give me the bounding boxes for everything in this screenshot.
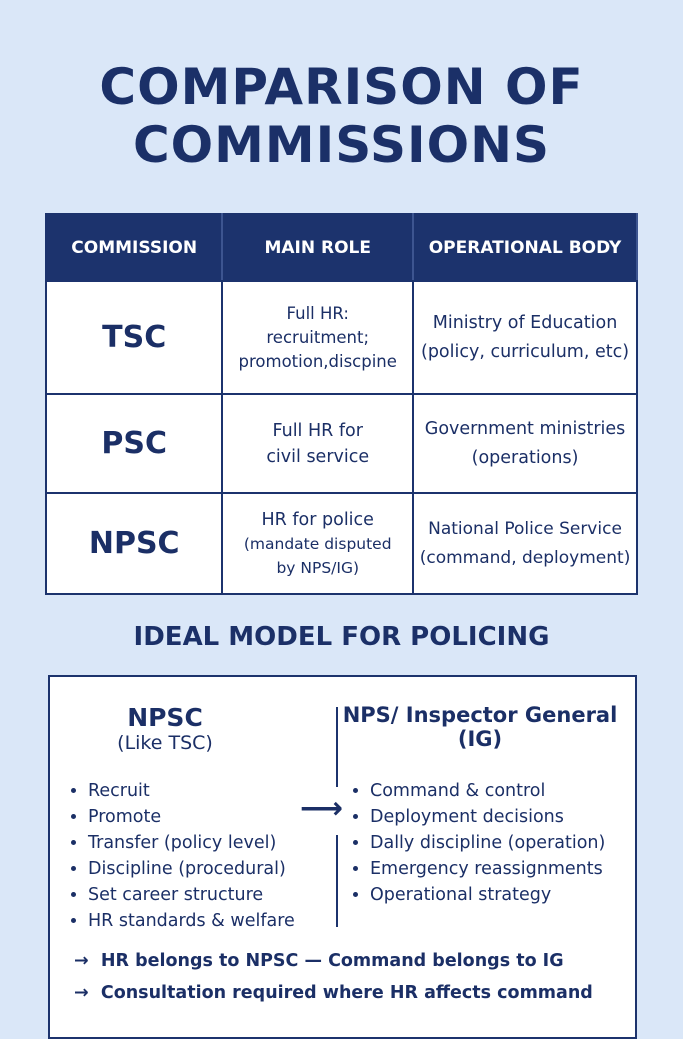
note-text: Consultation required where HR affects c… [100, 983, 593, 1003]
right-arrow-icon: ⟶ [300, 791, 344, 826]
npsc-list: Recruit Promote Transfer (policy level) … [70, 778, 338, 934]
ig-heading: NPS/ Inspector General [342, 703, 618, 727]
comparison-table: COMMISSION MAIN ROLE OPERATIONAL BODY TS… [44, 213, 638, 595]
list-item: Transfer (policy level) [88, 830, 338, 856]
body-line: (policy, curriculum, etc) [421, 341, 630, 362]
npsc-heading: NPSC [127, 703, 203, 732]
body-cell: Government ministries (operations) [412, 393, 638, 494]
list-item: Discipline (procedural) [88, 856, 338, 882]
list-item: Promote [88, 804, 338, 830]
body-cell: National Police Service (command, deploym… [412, 492, 638, 595]
column-header: COMMISSION [44, 213, 224, 282]
table-row: PSC Full HR for civil service Government … [44, 393, 638, 494]
body-line: (command, deployment) [419, 547, 631, 568]
role-cell: Full HR: recruitment; promotion,discpine [221, 280, 415, 395]
role-line: Full HR for [272, 420, 363, 441]
table-row: TSC Full HR: recruitment; promotion,discpi… [44, 280, 638, 395]
commission-cell: PSC [44, 393, 224, 494]
ig-subheading: (IG) [457, 727, 503, 751]
role-line: recruitment; [266, 327, 370, 347]
arrow-icon: → [74, 983, 89, 1003]
role-line: promotion,discpine [238, 351, 397, 371]
role-line: (mandate disputed [243, 534, 392, 553]
commission-cell: NPSC [44, 492, 224, 595]
body-cell: Ministry of Education (policy, curriculum… [412, 280, 638, 395]
body-line: Ministry of Education [432, 312, 618, 333]
body-line: (operations) [471, 447, 579, 468]
column-header: MAIN ROLE [221, 213, 415, 282]
list-item: Command & control [370, 778, 650, 804]
list-item: Emergency reassignments [370, 856, 650, 882]
note-line: → Consultation required where HR affects… [74, 983, 593, 1003]
table-row: NPSC HR for police (mandate disputed by NP… [44, 492, 638, 595]
list-item: Dally discipline (operation) [370, 830, 650, 856]
role-line: Full HR: [286, 303, 349, 323]
body-line: National Police Service [428, 518, 622, 539]
divider-line [336, 835, 338, 927]
npsc-subheading: (Like TSC) [117, 732, 213, 754]
body-line: Government ministries [424, 418, 626, 439]
role-line: HR for police [261, 509, 374, 530]
list-item: Set career structure [88, 882, 338, 908]
page-title: COMPARISON OF COMMISSIONS [99, 58, 584, 174]
list-item: Deployment decisions [370, 804, 650, 830]
role-line: civil service [266, 446, 370, 467]
role-line: by NPS/IG) [276, 558, 360, 577]
commission-cell: TSC [44, 280, 224, 395]
column-header: OPERATIONAL BODY [412, 213, 638, 282]
section-title: IDEAL MODEL FOR POLICING [133, 622, 550, 652]
note-line: → HR belongs to NPSC — Command belongs t… [74, 951, 564, 971]
note-text: HR belongs to NPSC — Command belongs to … [100, 951, 564, 971]
divider-line [336, 707, 338, 787]
table-header-row: COMMISSION MAIN ROLE OPERATIONAL BODY [44, 213, 638, 282]
role-cell: Full HR for civil service [221, 393, 415, 494]
list-item: HR standards & welfare [88, 908, 338, 934]
list-item: Recruit [88, 778, 338, 804]
role-cell: HR for police (mandate disputed by NPS/IG) [221, 492, 415, 595]
list-item: Operational strategy [370, 882, 650, 908]
model-box: NPSC (Like TSC) Recruit Promote Transfer… [48, 675, 637, 1039]
ig-list: Command & control Deployment decisions D… [352, 778, 650, 908]
npsc-column: NPSC (Like TSC) [70, 703, 260, 754]
arrow-icon: → [74, 951, 89, 971]
ig-column: NPS/ Inspector General (IG) [340, 703, 620, 751]
